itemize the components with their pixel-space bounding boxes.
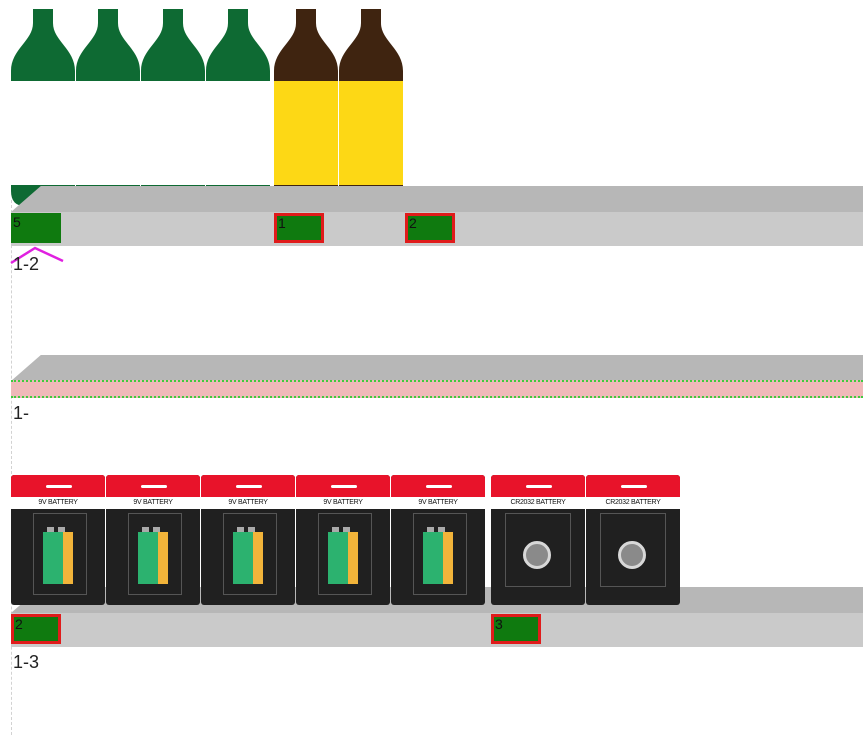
9v-battery-icon — [136, 527, 170, 587]
9v-battery-icon — [231, 527, 265, 587]
hang-hole — [526, 485, 552, 488]
9v-battery-pack[interactable]: 9V BATTERY — [391, 475, 485, 605]
hang-hole — [426, 485, 452, 488]
hang-hole — [236, 485, 262, 488]
card-header — [391, 475, 485, 497]
hang-hole — [331, 485, 357, 488]
card-title: 9V BATTERY — [391, 497, 485, 509]
shelf-top-surface — [11, 186, 863, 212]
facing-count-tag-alert[interactable]: 2 — [11, 614, 61, 644]
card-title: 9V BATTERY — [201, 497, 295, 509]
9v-battery-pack[interactable]: 9V BATTERY — [106, 475, 200, 605]
green-bottle[interactable] — [11, 9, 75, 206]
hang-hole — [141, 485, 167, 488]
card-title: CR2032 BATTERY — [491, 497, 585, 509]
9v-battery-pack[interactable]: 9V BATTERY — [201, 475, 295, 605]
9v-battery-icon — [421, 527, 455, 587]
9v-battery-pack[interactable]: 9V BATTERY — [296, 475, 390, 605]
card-title: 9V BATTERY — [11, 497, 105, 509]
shelf-label: 1- — [13, 403, 29, 424]
coin-battery-icon — [523, 541, 551, 569]
brown-bottle[interactable] — [274, 9, 338, 206]
hang-hole — [621, 485, 647, 488]
shelf-label: 1-2 — [13, 254, 39, 275]
brown-bottle[interactable] — [339, 9, 403, 206]
cr2032-battery-pack[interactable]: CR2032 BATTERY — [491, 475, 585, 605]
cr2032-battery-pack[interactable]: CR2032 BATTERY — [586, 475, 680, 605]
green-bottle[interactable] — [206, 9, 270, 206]
card-title: CR2032 BATTERY — [586, 497, 680, 509]
shelf-front-edge — [11, 613, 863, 647]
card-header — [106, 475, 200, 497]
card-header — [296, 475, 390, 497]
green-bottle[interactable] — [141, 9, 205, 206]
hang-hole — [46, 485, 72, 488]
card-header — [586, 475, 680, 497]
facing-count-tag-alert[interactable]: 1 — [274, 213, 324, 243]
green-bottle[interactable] — [76, 9, 140, 206]
coin-battery-icon — [618, 541, 646, 569]
card-header — [491, 475, 585, 497]
card-title: 9V BATTERY — [296, 497, 390, 509]
9v-battery-pack[interactable]: 9V BATTERY — [11, 475, 105, 605]
card-header — [201, 475, 295, 497]
shelf-selection-band[interactable] — [11, 380, 863, 398]
9v-battery-icon — [326, 527, 360, 587]
facing-count-tag[interactable]: 5 — [11, 213, 61, 243]
9v-battery-icon — [41, 527, 75, 587]
card-header — [11, 475, 105, 497]
vertical-guide-line — [11, 200, 12, 735]
facing-count-tag-alert[interactable]: 3 — [491, 614, 541, 644]
shelf-top-surface — [11, 355, 863, 381]
facing-count-tag-alert[interactable]: 2 — [405, 213, 455, 243]
card-title: 9V BATTERY — [106, 497, 200, 509]
shelf-label: 1-3 — [13, 652, 39, 673]
